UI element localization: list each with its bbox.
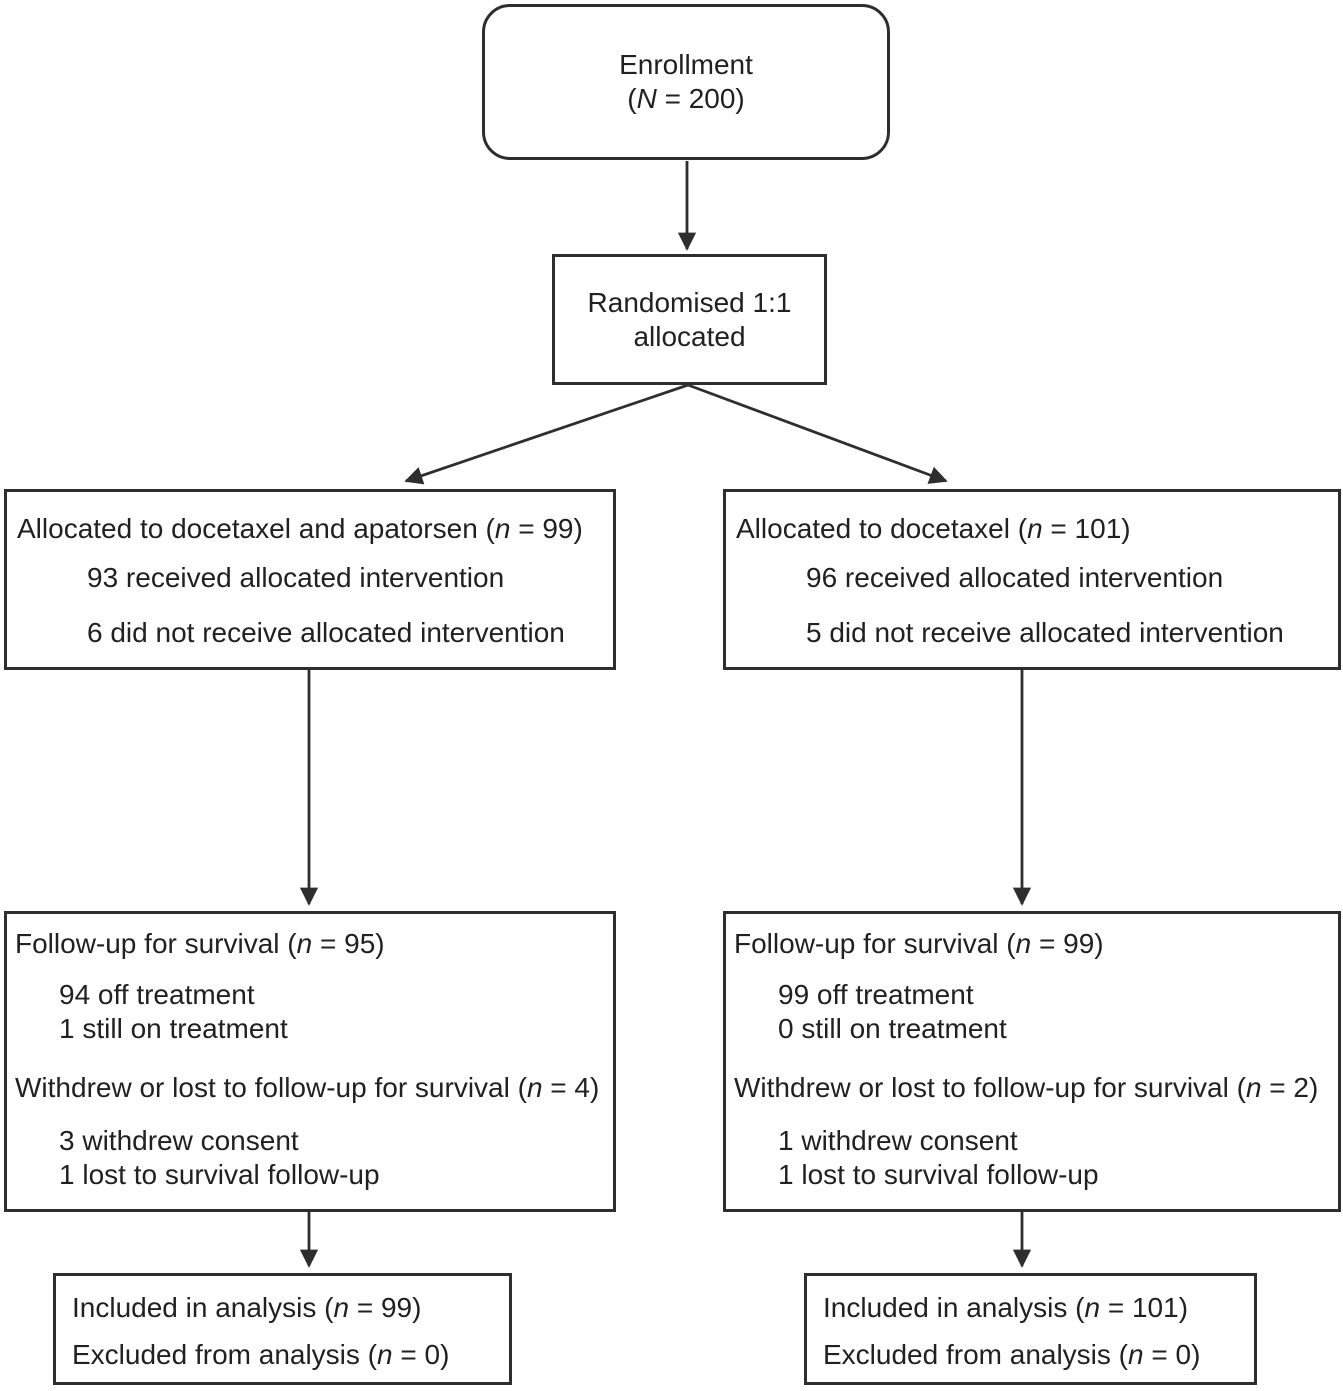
right-allocation-title: Allocated to docetaxel (n = 101): [736, 512, 1328, 546]
right-analysis-excluded: Excluded from analysis (n = 0): [823, 1338, 1238, 1372]
text-segment: Follow-up for survival (: [734, 928, 1016, 959]
right-allocation-item: 96 received allocated intervention: [806, 562, 1224, 593]
enrollment-count: (N = 200): [627, 82, 745, 116]
text-segment: = 99): [510, 513, 583, 544]
text-segment: = 0): [1143, 1339, 1201, 1370]
text-segment: Included in analysis (: [72, 1292, 334, 1323]
variable-n: n: [1084, 1292, 1101, 1323]
right-analysis-included: Included in analysis (n = 101): [823, 1291, 1238, 1325]
left-followup-box: Follow-up for survival (n = 95) 94 off t…: [4, 911, 616, 1212]
right-allocation-box: Allocated to docetaxel (n = 101) 96 rece…: [723, 489, 1341, 670]
variable-n: n: [333, 1292, 350, 1323]
randomised-line2: allocated: [633, 320, 746, 352]
right-followup-survival-title: Follow-up for survival (n = 99): [734, 927, 1330, 961]
left-allocation-item: 93 received allocated intervention: [87, 562, 505, 593]
variable-n: n: [377, 1339, 393, 1370]
text-segment: Excluded from analysis (: [823, 1339, 1129, 1370]
arrow-randomised-to-right-allocation: [687, 383, 948, 484]
text-segment: Included in analysis (: [823, 1292, 1085, 1323]
left-followup-survival-title: Follow-up for survival (n = 95): [15, 927, 605, 961]
variable-n: n: [526, 1072, 543, 1103]
text-segment: Withdrew or lost to follow-up for surviv…: [15, 1072, 527, 1103]
text-segment: = 99): [349, 1292, 422, 1323]
left-analysis-excluded: Excluded from analysis (n = 0): [72, 1338, 493, 1372]
variable-N: N: [636, 83, 657, 114]
left-followup-item: 1 lost to survival follow-up: [59, 1159, 380, 1190]
text-segment: = 200): [656, 83, 745, 114]
text-segment: = 0): [392, 1339, 450, 1370]
variable-n: n: [1027, 513, 1043, 544]
right-analysis-box: Included in analysis (n = 101) Excluded …: [804, 1273, 1257, 1385]
enrollment-title: Enrollment: [619, 49, 753, 80]
variable-n: n: [296, 928, 313, 959]
left-allocation-item: 6 did not receive allocated intervention: [87, 617, 565, 648]
text-segment: (: [627, 83, 637, 114]
text-segment: = 101): [1100, 1292, 1189, 1323]
right-followup-item: 0 still on treatment: [778, 1013, 1007, 1044]
text-segment: Follow-up for survival (: [15, 928, 297, 959]
randomised-line1: Randomised 1:1: [587, 286, 792, 318]
text-segment: = 4): [542, 1072, 600, 1103]
text-segment: = 99): [1031, 928, 1104, 959]
right-followup-box: Follow-up for survival (n = 99) 99 off t…: [723, 911, 1341, 1212]
left-followup-item: 1 still on treatment: [59, 1013, 288, 1044]
text-segment: = 101): [1042, 513, 1131, 544]
right-followup-item: 99 off treatment: [778, 979, 974, 1010]
right-allocation-item: 5 did not receive allocated intervention: [806, 617, 1284, 648]
left-allocation-box: Allocated to docetaxel and apatorsen (n …: [4, 489, 616, 670]
text-segment: = 2): [1261, 1072, 1319, 1103]
right-followup-item: 1 withdrew consent: [778, 1125, 1018, 1156]
variable-n: n: [1015, 928, 1032, 959]
enrollment-box: Enrollment (N = 200): [482, 4, 890, 160]
left-followup-item: 94 off treatment: [59, 979, 255, 1010]
variable-n: n: [1128, 1339, 1144, 1370]
text-segment: = 95): [312, 928, 385, 959]
text-segment: Excluded from analysis (: [72, 1339, 378, 1370]
variable-n: n: [1245, 1072, 1262, 1103]
randomised-box: Randomised 1:1 allocated: [552, 254, 827, 385]
left-followup-item: 3 withdrew consent: [59, 1125, 299, 1156]
text-segment: Allocated to docetaxel and apatorsen (: [17, 513, 495, 544]
text-segment: Withdrew or lost to follow-up for surviv…: [734, 1072, 1246, 1103]
text-segment: Allocated to docetaxel (: [736, 513, 1028, 544]
left-followup-withdrew-title: Withdrew or lost to follow-up for surviv…: [15, 1071, 605, 1105]
right-followup-withdrew-title: Withdrew or lost to follow-up for surviv…: [734, 1071, 1330, 1105]
left-analysis-box: Included in analysis (n = 99) Excluded f…: [53, 1273, 512, 1385]
left-allocation-title: Allocated to docetaxel and apatorsen (n …: [17, 512, 603, 546]
arrow-randomised-to-left-allocation: [404, 383, 689, 485]
right-followup-item: 1 lost to survival follow-up: [778, 1159, 1099, 1190]
variable-n: n: [494, 513, 511, 544]
left-analysis-included: Included in analysis (n = 99): [72, 1291, 493, 1325]
